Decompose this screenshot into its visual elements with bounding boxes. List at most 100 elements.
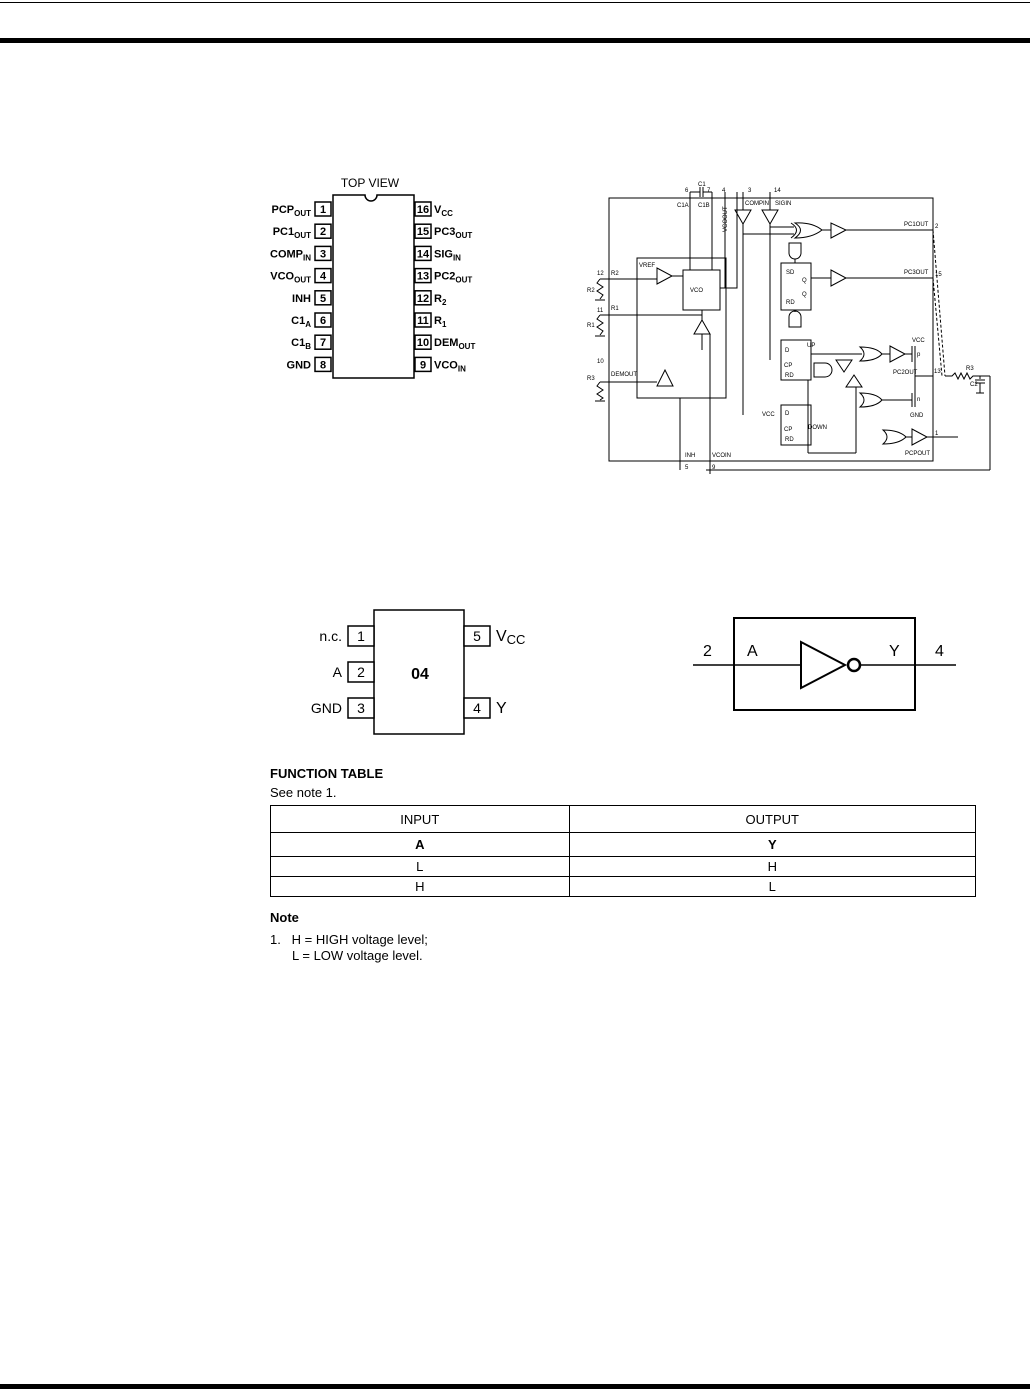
sot-pin-box (347, 625, 375, 647)
bd-label-down: DOWN (808, 425, 827, 431)
or-gate-down (858, 392, 883, 408)
bd-label-rd1: RD (786, 300, 795, 306)
sot-pin-box (347, 697, 375, 719)
bd-pin2: 2 (935, 224, 939, 230)
dip-pin-name: COMPIN (270, 248, 311, 262)
sot-pin-box (463, 697, 491, 719)
bd-label-c1a: C1A (677, 203, 689, 209)
dip-pin-box (314, 356, 332, 373)
dip-pin-box (314, 267, 332, 284)
dip-pin-name: DEMOUT (434, 337, 475, 351)
dip-pin-name: C1B (291, 337, 311, 351)
note-line-1: 1. H = HIGH voltage level; (270, 932, 428, 947)
logic-in-name: A (747, 643, 758, 660)
bd-label-n: n (917, 397, 920, 403)
xor-gate (793, 222, 823, 239)
sigin-buffer (761, 209, 779, 226)
bd-pin6: 6 (685, 188, 689, 194)
top-view-title: TOP VIEW (341, 176, 400, 190)
bd-label-r1: R1 (611, 306, 619, 312)
r2-resistor (596, 278, 604, 300)
table-row: L H (270, 856, 977, 877)
bd-pin13: 13 (934, 369, 941, 375)
bd-label-r1b: R1 (587, 323, 595, 329)
bd-label-d1: D (785, 348, 790, 354)
dip-pin-number: 8 (320, 359, 326, 371)
logic-out-name: Y (889, 643, 900, 660)
bd-label-q2: Q (802, 292, 807, 298)
inverter-triangle (800, 640, 848, 690)
dip-pin-box (414, 290, 432, 306)
bd-label-vco: VCO (690, 288, 703, 294)
or-gate-up (858, 346, 883, 362)
footer-thick-rule (0, 1384, 1030, 1389)
sot-pin-number: 3 (357, 700, 365, 716)
dip-pin-box (414, 356, 432, 373)
bd-label-cp2: CP (784, 427, 792, 433)
table-cell: L (270, 856, 570, 877)
pc2-p-driver (889, 345, 907, 363)
subheader-a: A (270, 832, 570, 857)
bd-label-vcc-down: VCC (762, 412, 775, 418)
dip-pin-box (414, 334, 432, 350)
inv-up (835, 359, 853, 373)
table-cell: L (568, 876, 977, 897)
dip16-pinout-diagram: TOP VIEW 1PCPOUT2PC1OUT3COMPIN4VCOOUT5IN… (270, 176, 475, 379)
bd-label-sd: SD (786, 270, 795, 276)
or-gate-pcp (881, 429, 907, 445)
dip-pin-box (314, 201, 332, 217)
dip-pin-name: GND (287, 359, 312, 371)
bd-label-c2: C2 (970, 382, 978, 388)
dip-pin-box (414, 267, 432, 284)
bd-pin3: 3 (748, 188, 752, 194)
header-thin-rule (0, 2, 1030, 3)
dip-pin-name: PC1OUT (273, 226, 311, 240)
bd-label-d2: D (785, 411, 790, 417)
sot-pin-number: 1 (357, 628, 365, 644)
dip-pin-box (314, 290, 332, 306)
bd-pin15: 15 (935, 272, 942, 278)
sot-pin-name: VCC (496, 628, 525, 647)
bd-label-pc3out: PC3OUT (904, 270, 929, 276)
bd-pin14: 14 (774, 188, 781, 194)
header-thick-rule (0, 38, 1030, 43)
logic-out-num: 4 (935, 643, 944, 660)
dip-pin-name: VCOIN (434, 359, 466, 373)
sot-chip-label: 04 (411, 666, 429, 683)
pll-block-diagram: 6 7 4 3 14 C1 C1A C1B VCOOUT COMPIN SIGI… (587, 182, 991, 474)
pc1-buffer (830, 222, 848, 239)
function-table-title: FUNCTION TABLE (270, 766, 384, 781)
bd-label-r2: R2 (611, 271, 619, 277)
dip-pin-box (314, 312, 332, 328)
dip-pin-name: PCPOUT (271, 204, 311, 218)
bd-label-cp1: CP (784, 363, 792, 369)
bd-label-vref: VREF (639, 263, 655, 269)
logic-in-num: 2 (703, 643, 712, 660)
bd-label-r3: R3 (587, 376, 595, 382)
vco-in-buffer (693, 318, 711, 335)
sot-pin-number: 2 (357, 664, 365, 680)
dip-pin-box (314, 334, 332, 350)
dip-pin-number: 9 (420, 359, 426, 371)
table-cell: H (270, 876, 570, 897)
sot-pin-box (463, 625, 491, 647)
and-gate-top (788, 242, 802, 260)
function-table-note-ref: See note 1. (270, 785, 337, 800)
and-gate-bottom (788, 310, 802, 328)
dip-pin-number: 10 (417, 337, 429, 349)
dip-pin-number: 2 (320, 226, 326, 238)
dip-pin-name: INH (292, 293, 311, 305)
dip-pin-number: 4 (320, 271, 327, 283)
dem-buffer (656, 368, 674, 387)
bd-label-compin: COMPIN (745, 201, 769, 207)
vco-area-outline (636, 257, 727, 399)
dip-pin-name: R1 (434, 315, 447, 329)
bd-label-pcpout: PCPOUT (905, 451, 930, 457)
bd-label-up: UP (807, 343, 815, 349)
sot-pin-number: 4 (473, 700, 481, 716)
bd-label-q1: Q (802, 278, 807, 284)
pc3-buffer (830, 269, 848, 287)
dip-pin-box (314, 223, 332, 239)
table-cell: H (568, 856, 977, 877)
